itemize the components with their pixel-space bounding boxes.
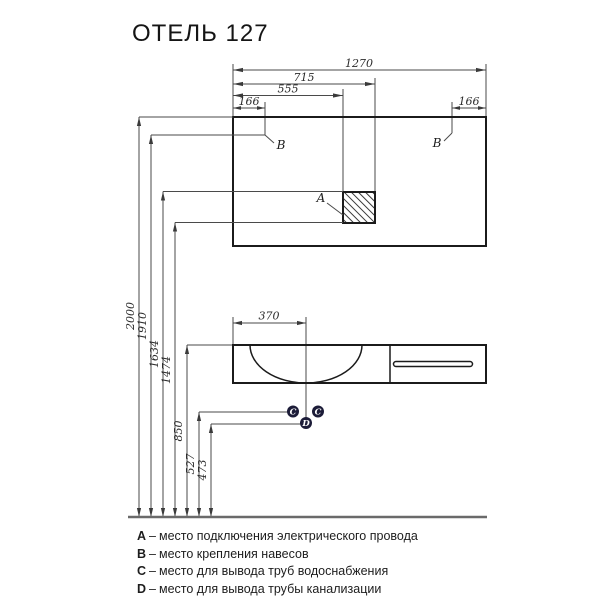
- dim-555: 555: [278, 83, 299, 96]
- water-point-left: [287, 405, 299, 418]
- legend-item-d: D–место для вывода трубы канализации: [137, 582, 418, 596]
- height-473: 473: [196, 460, 209, 482]
- legend-key-a: A: [137, 529, 147, 543]
- dim-drain-offset: 370: [259, 310, 280, 323]
- legend-separator: –: [149, 581, 156, 596]
- legend: A–место подключения электрического прово…: [137, 529, 418, 599]
- height-1634: 1634: [148, 340, 161, 368]
- dim-166-right: 166: [459, 95, 480, 108]
- height-dimensions: 2000 1910 1634 1474 850 527 473: [124, 116, 343, 517]
- washbasin-unit: 370: [232, 310, 487, 417]
- top-dimensions: 1270 715 555 166 166: [232, 57, 487, 192]
- height-527: 527: [184, 454, 197, 475]
- marker-b-right: B: [432, 136, 442, 150]
- legend-text-a: место подключения электрического провода: [158, 529, 418, 543]
- legend-text-c: место для вывода труб водоснабжения: [158, 564, 389, 578]
- legend-separator: –: [149, 529, 156, 543]
- legend-key-c: C: [137, 564, 147, 578]
- water-point-right: [312, 405, 324, 418]
- marker-a: A: [316, 191, 326, 205]
- legend-key-b: B: [137, 546, 147, 561]
- height-1474: 1474: [160, 356, 173, 384]
- legend-text-b: место крепления навесов: [158, 546, 309, 561]
- dim-715: 715: [294, 71, 315, 84]
- height-2000: 2000: [124, 302, 137, 331]
- marker-b-left: B: [276, 138, 286, 152]
- mirror-cabinet: A B B: [232, 116, 487, 247]
- dim-full-width: 1270: [345, 57, 373, 70]
- legend-item-b: B–место крепления навесов: [137, 547, 418, 561]
- washbasin-outline: [232, 344, 487, 384]
- legend-item-c: C–место для вывода труб водоснабжения: [137, 564, 418, 578]
- basin-bowl-curve: [249, 344, 363, 384]
- mirror-cabinet-outline: [232, 116, 487, 247]
- marker-c-left: C: [290, 408, 297, 418]
- connection-points: C C D: [287, 405, 324, 429]
- height-1910: 1910: [136, 312, 149, 340]
- legend-item-a: A–место подключения электрического прово…: [137, 529, 418, 543]
- legend-separator: –: [149, 546, 156, 561]
- legend-key-d: D: [137, 581, 147, 596]
- drain-point: [300, 417, 312, 429]
- page-title: ОТЕЛЬ 127: [132, 20, 269, 47]
- marker-d: D: [301, 419, 310, 429]
- legend-separator: –: [149, 564, 156, 578]
- towel-rail: [392, 360, 474, 368]
- legend-text-d: место для вывода трубы канализации: [158, 581, 382, 596]
- electrical-connection-area: [342, 191, 376, 224]
- height-850: 850: [172, 421, 185, 442]
- marker-c-right: C: [315, 408, 322, 418]
- dim-166-left: 166: [239, 95, 260, 108]
